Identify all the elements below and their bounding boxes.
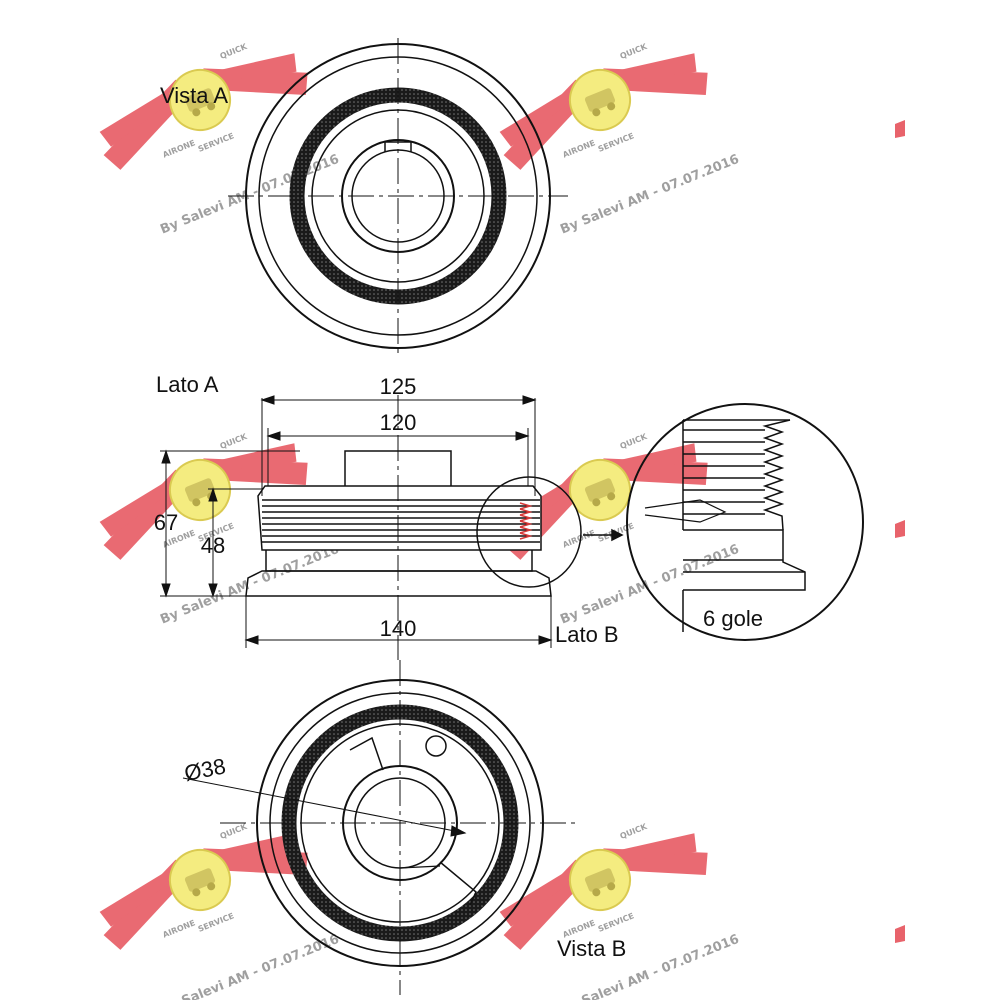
vista-b-view	[182, 660, 580, 995]
watermark-text: By Salevi AM - 07.07.2016	[158, 932, 341, 1000]
groove-highlight	[519, 502, 533, 510]
label-lato-a: Lato A	[156, 372, 219, 397]
vista-a-view	[228, 38, 568, 358]
watermark-logo-bottom: SERVICE	[197, 911, 236, 934]
groove-highlight	[519, 508, 533, 516]
watermark-wing-fragment	[895, 120, 905, 138]
label-lato-b: Lato B	[555, 622, 619, 647]
watermark-wing-fragment	[895, 520, 905, 538]
detail-zigzag	[762, 419, 791, 531]
label-vista-b: Vista B	[557, 936, 626, 961]
watermark-logo-top: AIRONE	[161, 138, 196, 159]
watermark-text: By Salevi AM - 07.07.2016	[558, 152, 741, 238]
groove-highlight	[519, 532, 533, 540]
pulley-grooves	[262, 499, 540, 543]
groove-highlight	[519, 520, 533, 528]
groove-highlight	[519, 514, 533, 522]
watermark-logo-side: QUICK	[619, 822, 649, 841]
label-6-gole: 6 gole	[703, 606, 763, 631]
watermark-logo-side: QUICK	[619, 42, 649, 61]
detail-groove-profile	[682, 419, 791, 531]
side-view	[245, 395, 624, 660]
watermark-logo-side: QUICK	[619, 432, 649, 451]
dimension-120: 120	[380, 410, 417, 435]
watermark-logo-top: AIRONE	[161, 918, 196, 939]
dimension-lines	[160, 395, 553, 648]
watermark-logo-bottom: SERVICE	[197, 131, 236, 154]
watermark-logo-bottom: SERVICE	[597, 131, 636, 154]
groove-detail	[626, 403, 864, 641]
watermark-logo-top: AIRONE	[561, 138, 596, 159]
watermark-logo-side: QUICK	[219, 822, 249, 841]
watermark-text: By Salevi AM - 07.07.2016	[158, 542, 341, 628]
label-vista-a: Vista A	[160, 83, 228, 108]
watermark-wing-fragment	[895, 925, 905, 943]
watermark-logo-bottom: SERVICE	[597, 911, 636, 934]
dimension-67: 67	[154, 510, 178, 535]
dimension-125: 125	[380, 374, 417, 399]
dimension-diameter-38: Ø38	[182, 753, 228, 785]
dimension-140: 140	[380, 616, 417, 641]
watermark-logo-side: QUICK	[219, 432, 249, 451]
dimension-48: 48	[201, 533, 225, 558]
watermark-logo-side: QUICK	[219, 42, 249, 61]
groove-highlight	[519, 526, 533, 534]
